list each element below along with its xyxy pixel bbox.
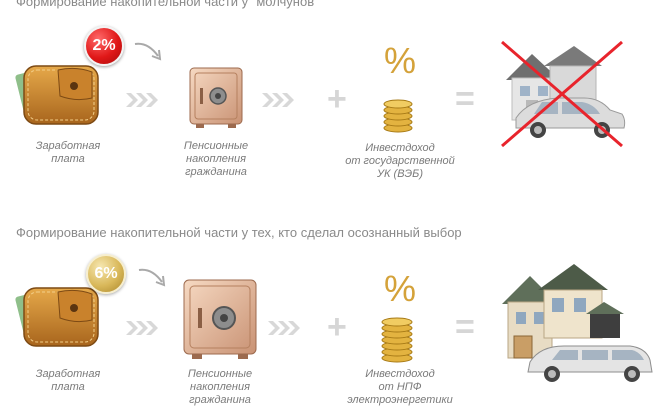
equals-sign: = bbox=[455, 308, 475, 346]
cross-icon bbox=[501, 40, 623, 148]
chevrons-icon bbox=[268, 321, 300, 335]
coins-icon bbox=[383, 99, 413, 133]
wallet-icon bbox=[15, 65, 99, 125]
safe-icon bbox=[189, 67, 243, 128]
house-car-crossed-icon bbox=[501, 40, 626, 148]
car-icon bbox=[515, 97, 626, 138]
plus-sign: + bbox=[327, 308, 347, 346]
wallet-icon bbox=[15, 287, 99, 347]
coins-icon bbox=[381, 317, 413, 363]
row-title: Формирование накопительной части у тех, … bbox=[16, 225, 462, 240]
rate-badge: 2% bbox=[84, 26, 124, 66]
equals-sign: = bbox=[455, 80, 475, 118]
house-car-icon bbox=[502, 264, 653, 382]
scheme-row-default: Формирование накопительной части у "молч… bbox=[0, 0, 657, 200]
percent-sign: % bbox=[384, 268, 417, 309]
safe-icon bbox=[183, 279, 257, 359]
row-title: Формирование накопительной части у "молч… bbox=[16, 0, 319, 9]
rate-badge: 6% bbox=[86, 254, 126, 294]
plus-sign: + bbox=[327, 80, 347, 118]
chevrons-icon bbox=[262, 93, 294, 107]
scheme-row-choice: Формирование накопительной части у тех, … bbox=[0, 222, 657, 412]
chevrons-icon bbox=[126, 93, 158, 107]
arrow-icon bbox=[138, 268, 166, 287]
chevrons-icon bbox=[126, 321, 158, 335]
arrow-icon bbox=[134, 42, 162, 61]
car-icon bbox=[527, 345, 653, 382]
percent-sign: % bbox=[384, 40, 417, 81]
house-icon bbox=[502, 264, 624, 359]
